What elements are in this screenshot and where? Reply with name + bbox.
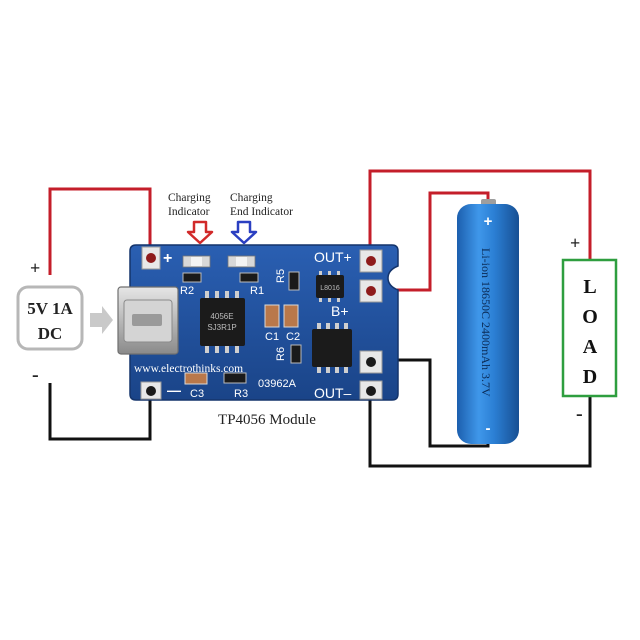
label-c1: C1	[265, 331, 279, 343]
micro-usb-port	[117, 286, 179, 355]
load: + L O A D -	[561, 233, 618, 425]
dw01-chip: L8016	[316, 271, 344, 302]
label-c3: C3	[190, 388, 204, 400]
charging-led	[182, 255, 211, 268]
board-caption: TP4056 Module	[218, 412, 316, 428]
protection-chip	[312, 323, 352, 373]
source-type-label: DC	[38, 324, 63, 343]
out-positive-label: OUT+	[314, 249, 352, 265]
wires	[48, 169, 592, 468]
board-watermark: www.electrothinks.com	[134, 363, 243, 375]
small-chip-marking: L8016	[320, 285, 340, 292]
input-negative-pad	[140, 381, 162, 400]
end-indicator-label-2: End Indicator	[230, 206, 293, 218]
wire-source-negative	[48, 383, 152, 441]
charging-indicator-label-2: Indicator	[168, 206, 210, 218]
load-minus-sign: -	[576, 403, 583, 425]
out-negative-pad	[359, 380, 383, 400]
source-plus-sign: +	[30, 258, 40, 278]
wire-source-positive	[48, 187, 152, 275]
battery-positive-sign: +	[484, 213, 493, 230]
input-negative-label: —	[167, 382, 181, 398]
end-indicator-label-1: Charging	[230, 192, 273, 204]
resistor-r5	[288, 271, 300, 291]
label-r6: R6	[275, 347, 287, 361]
label-c2: C2	[286, 331, 300, 343]
load-letter-o: O	[582, 306, 598, 328]
resistor-r2	[182, 272, 202, 283]
input-positive-pad	[141, 246, 161, 270]
chip-marking-2: SJ3R1P	[207, 323, 236, 332]
out-positive-pad	[359, 249, 383, 273]
battery-label: Li-ion 18650C 2400mAh 3.7V	[479, 248, 493, 397]
battery-positive-pad	[359, 279, 383, 303]
board-code: 03962A	[258, 378, 297, 390]
battery-negative-pad	[359, 350, 383, 374]
battery-negative-sign: -	[486, 420, 491, 437]
resistor-r3	[223, 372, 247, 384]
end-led	[227, 255, 256, 268]
input-positive-label: +	[163, 250, 172, 267]
tp4056-board: + — OUT+ B+ B– OUT–	[117, 244, 399, 401]
tp4056-chip: 4056E SJ3R1P	[200, 291, 245, 353]
blue-down-arrow-icon	[230, 220, 258, 245]
wire-out-positive	[368, 169, 592, 260]
battery-positive-label: B+	[331, 303, 349, 319]
source-voltage-label: 5V 1A	[27, 299, 73, 318]
out-negative-label: OUT–	[314, 385, 352, 401]
charging-indicator-label-1: Charging	[168, 192, 211, 204]
load-letter-a: A	[583, 336, 598, 358]
load-plus-sign: +	[570, 233, 580, 253]
battery-18650: + Li-ion 18650C 2400mAh 3.7V -	[457, 199, 519, 444]
arrow-right-icon	[90, 306, 113, 334]
wire-out-negative	[368, 394, 592, 468]
indicator-labels: Charging Indicator Charging End Indicato…	[168, 192, 293, 245]
resistor-r6	[290, 344, 302, 364]
load-box	[561, 258, 618, 398]
chip-marking-1: 4056E	[210, 312, 233, 321]
capacitor-c2	[283, 304, 299, 328]
red-down-arrow-icon	[186, 220, 214, 245]
load-letter-d: D	[583, 366, 597, 388]
label-r2: R2	[180, 285, 194, 297]
wire-battery-positive	[372, 191, 490, 292]
source-box	[16, 285, 84, 351]
capacitor-c3	[184, 372, 208, 385]
capacitor-c1	[264, 304, 280, 328]
source-minus-sign: -	[32, 364, 39, 386]
label-r1: R1	[250, 285, 264, 297]
battery-body	[457, 204, 519, 444]
power-source: + 5V 1A DC -	[16, 258, 113, 386]
resistor-r1	[239, 272, 259, 283]
label-r5: R5	[275, 269, 287, 283]
load-letter-l: L	[583, 276, 596, 298]
label-r3: R3	[234, 388, 248, 400]
